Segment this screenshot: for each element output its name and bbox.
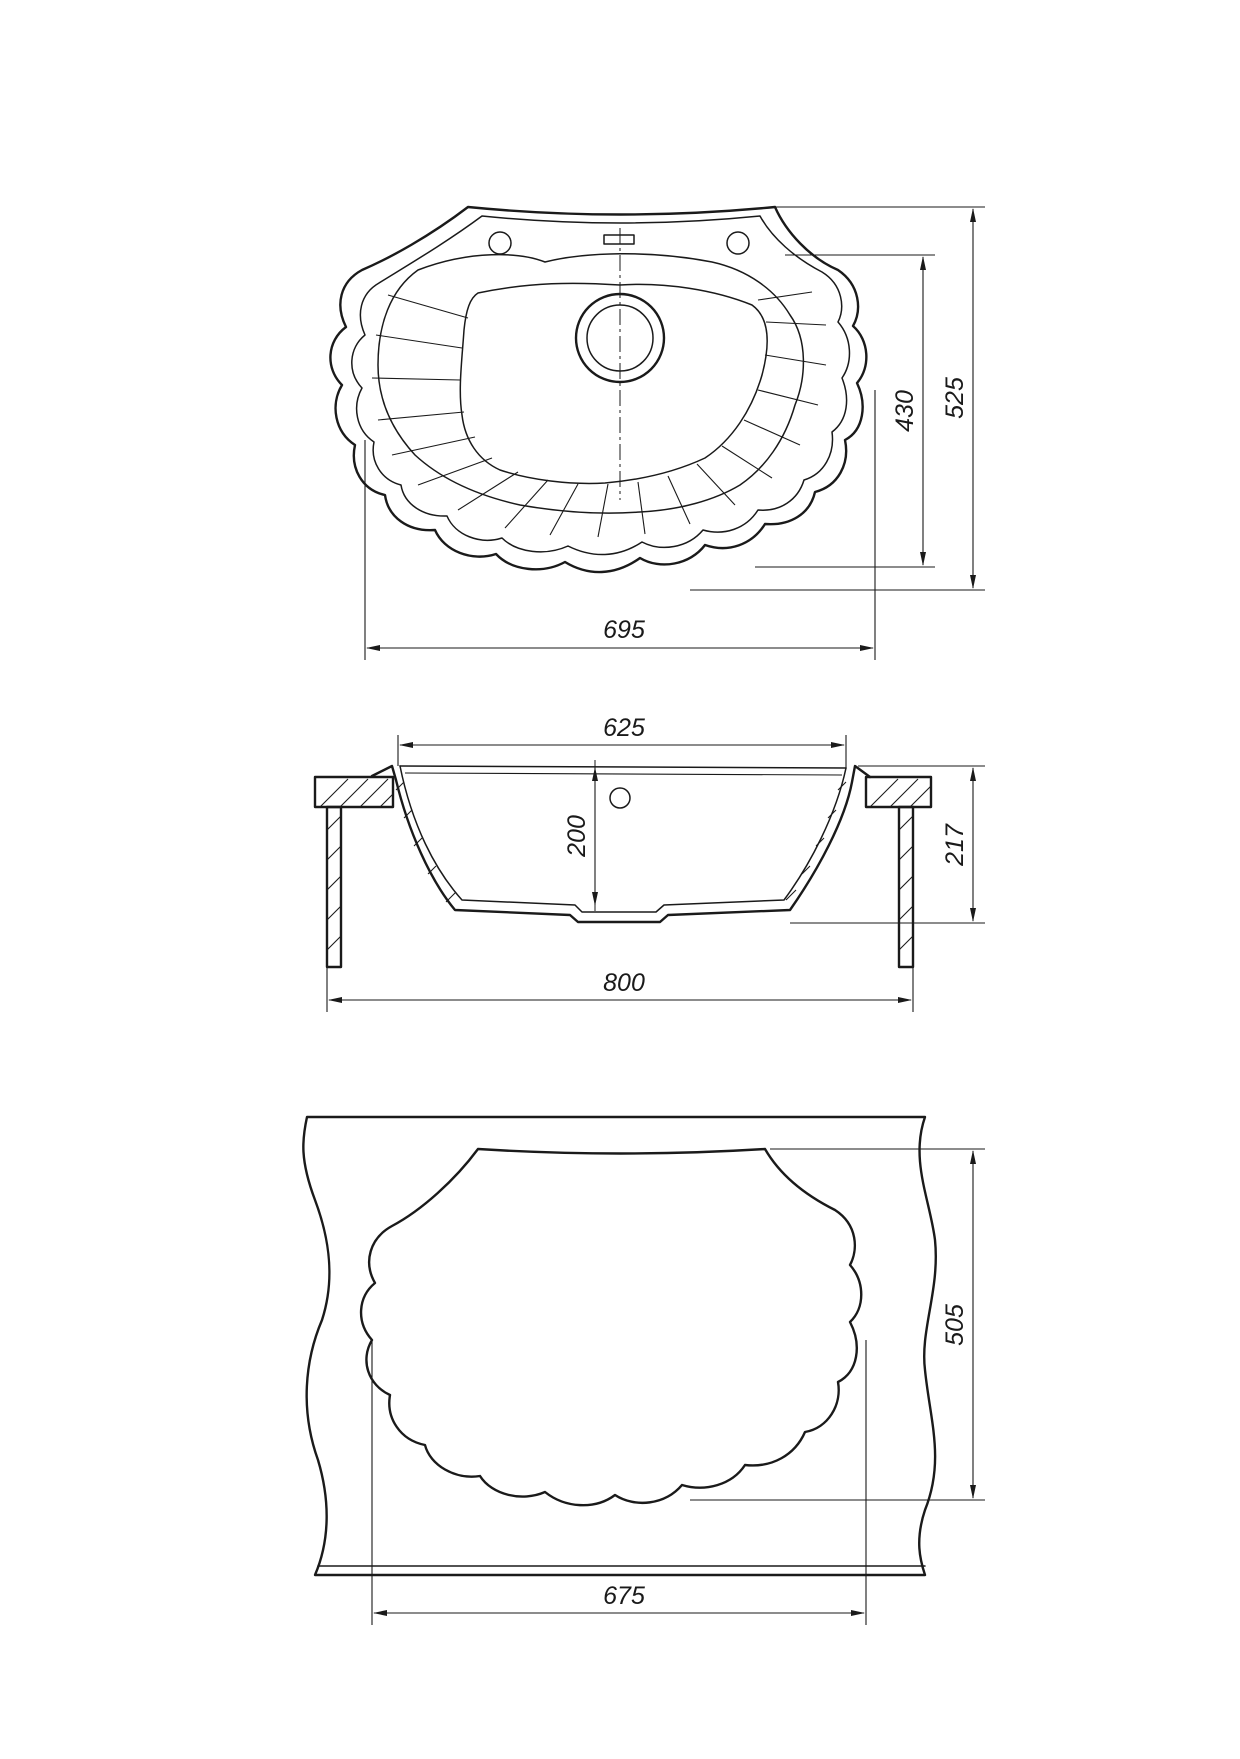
top-view-width-label: 695 bbox=[603, 616, 645, 644]
section-bowl-height-label: 200 bbox=[563, 815, 591, 858]
top-view-tap-hole-right bbox=[726, 231, 750, 255]
top-view-rim-inner-outline bbox=[351, 215, 851, 556]
cutout-view: 505 675 bbox=[302, 1115, 985, 1625]
section-countertop-left bbox=[313, 775, 395, 809]
section-view: 625 200 217 800 bbox=[313, 714, 985, 1012]
section-basin-rim bbox=[399, 765, 847, 769]
top-view-depth-label: 525 bbox=[941, 377, 969, 419]
top-view-outer-outline bbox=[329, 205, 868, 574]
top-view: 695 525 430 bbox=[329, 205, 985, 660]
section-bowl-width-label: 625 bbox=[603, 714, 645, 742]
section-cabinet-wall-left-hatch bbox=[326, 815, 342, 951]
top-view-bowl-depth-label: 430 bbox=[891, 390, 919, 432]
section-countertop-left-hatch bbox=[319, 778, 394, 808]
top-view-tap-hole-left bbox=[488, 231, 512, 255]
section-cabinet-wall-right-hatch bbox=[898, 815, 914, 951]
section-countertop-right bbox=[864, 775, 933, 809]
top-view-bowl-floor bbox=[459, 282, 768, 485]
section-cabinet-wall-right bbox=[897, 805, 915, 969]
top-view-bowl-edge bbox=[377, 253, 805, 514]
section-countertop-right-hatch bbox=[869, 778, 932, 808]
top-view-overflow-slot bbox=[603, 234, 635, 245]
cutout-countertop-panel bbox=[302, 1115, 937, 1577]
section-basin-inner bbox=[399, 765, 847, 913]
cutout-depth-label: 505 bbox=[941, 1304, 969, 1346]
section-height-label: 217 bbox=[941, 823, 969, 867]
section-basin-outer bbox=[370, 764, 872, 924]
cutout-width-label: 675 bbox=[603, 1582, 645, 1610]
top-view-flutes bbox=[371, 291, 827, 538]
section-basin-wall-hatch bbox=[395, 781, 847, 903]
section-overflow-hole bbox=[609, 787, 631, 809]
section-basin-rim-edge bbox=[404, 772, 843, 776]
section-cabinet-wall-left bbox=[325, 805, 343, 969]
section-width-label: 800 bbox=[603, 969, 645, 997]
cutout-shape bbox=[359, 1147, 863, 1507]
